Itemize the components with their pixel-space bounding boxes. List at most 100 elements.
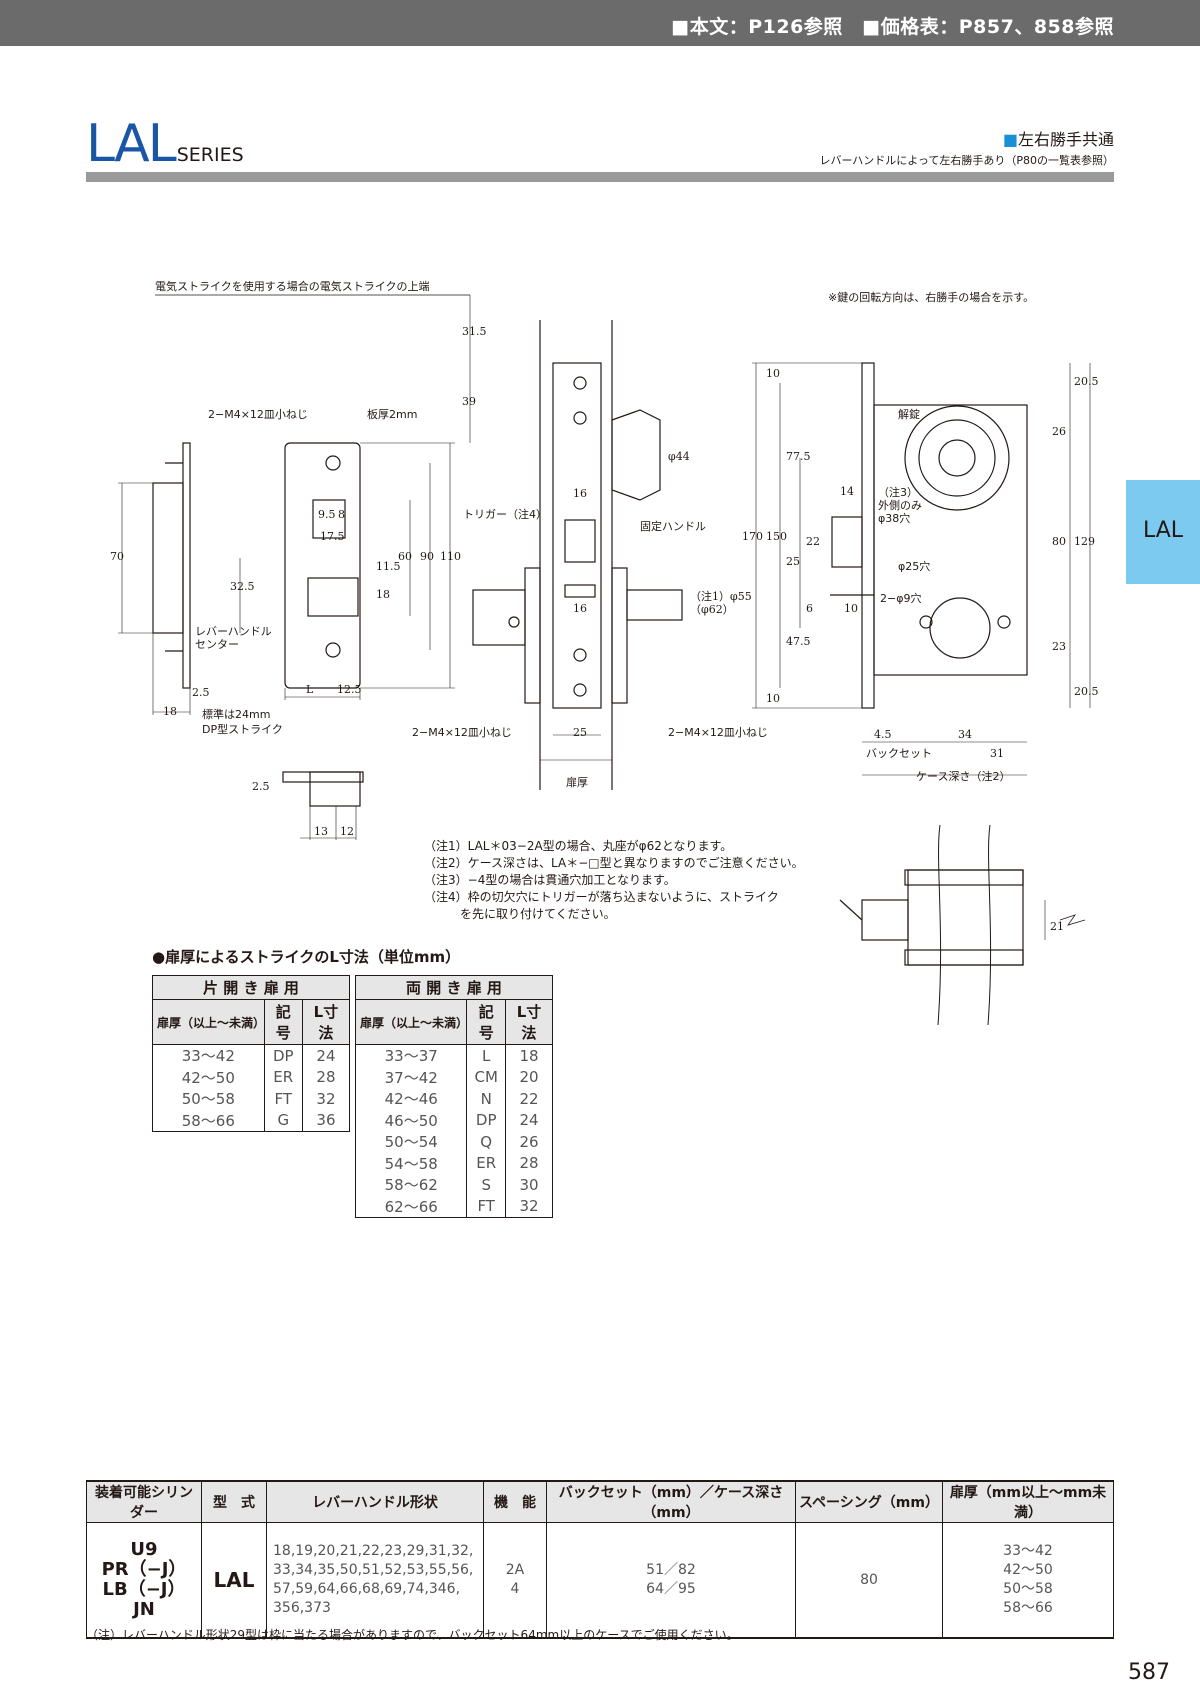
dim-17-5: 17.5 [320, 530, 345, 543]
dp-strike: DP型ストライク [202, 722, 283, 736]
dim-9-5: 9.5 [318, 508, 336, 521]
dim-16-b: 16 [573, 602, 587, 615]
fixed-handle-label: 固定ハンドル [640, 519, 706, 533]
lever-center: レバーハンドルセンター [195, 625, 272, 651]
technical-drawing: 電気ストライクを使用する場合の電気ストライクの上端 ※鍵の回転方向は、右勝手の場… [110, 279, 1099, 1026]
spec-header-cylinder: 装着可能シリンダー [86, 1480, 202, 1523]
dim-23: 23 [1052, 640, 1066, 653]
dim-32-5: 32.5 [230, 580, 255, 593]
note-2: （注2）ケース深さは、LA＊−□型と異なりますのでご注意ください。 [424, 856, 804, 870]
strike-table-title: ●扉厚によるストライクのL寸法（単位mm） [152, 948, 461, 966]
dim-150: 150 [766, 530, 787, 543]
reference-pages: ■本文：P126参照 ■価格表：P857、858参照 [671, 16, 1114, 38]
note-3: （注3）−4型の場合は貫通穴加工となります。 [424, 873, 676, 887]
dim-34: 34 [958, 728, 972, 741]
dim-2-5-dp: 2.5 [252, 780, 270, 793]
col-thickness: 扉厚（以上〜未満） [152, 999, 265, 1045]
electric-strike-label: 電気ストライクを使用する場合の電気ストライクの上端 [155, 279, 430, 293]
standard-note: 標準は24mm [202, 707, 270, 721]
spec-model: LAL [201, 1522, 267, 1639]
dim-18-a: 18 [376, 588, 390, 601]
series-name: LAL [86, 114, 177, 174]
dim-170: 170 [742, 530, 763, 543]
double-door-title: 両 開 き 扉 用 [355, 975, 553, 1000]
square-icon: ■ [1002, 130, 1018, 149]
dim-22: 22 [806, 535, 820, 548]
dim-14: 14 [840, 485, 854, 498]
dim-6: 6 [806, 602, 813, 615]
rotation-note: ※鍵の回転方向は、右勝手の場合を示す。 [828, 290, 1034, 304]
dim-47-5: 47.5 [786, 635, 811, 648]
note-1: （注1）LAL＊03−2A型の場合、丸座がφ62となります。 [424, 839, 733, 853]
dim-26: 26 [1052, 425, 1066, 438]
dim-80: 80 [1052, 535, 1066, 548]
backset-label: バックセット [866, 747, 932, 760]
dim-18-b: 18 [163, 705, 177, 718]
spec-header-backset: バックセット（mm）／ケース深さ（mm） [546, 1480, 796, 1523]
spec-header-model: 型 式 [201, 1480, 267, 1523]
dim-phi55: （注1）φ55（φ62） [690, 589, 752, 616]
spec-header-thickness: 扉厚（mm以上〜mm未満） [942, 1480, 1114, 1523]
side-tab[interactable]: LAL [1126, 480, 1200, 584]
case-depth-label: ケース深さ（注2） [916, 769, 1010, 783]
screw-label-left: 2−M4×12皿小ねじ [412, 726, 512, 739]
side-tab-label: LAL [1142, 518, 1184, 543]
screw-label-right: 2−M4×12皿小ねじ [668, 726, 768, 739]
dim-25-side: 25 [786, 555, 800, 568]
col-code: 記号 [466, 999, 506, 1045]
spec-table: 装着可能シリンダー 型 式 レバーハンドル形状 機 能 バックセット（mm）／ケ… [86, 1480, 1114, 1639]
series-suffix: SERIES [176, 144, 244, 166]
page-number: 587 [1128, 1660, 1170, 1685]
note-4: （注4）枠の切欠穴にトリガーが落ち込まないように、ストライク [424, 890, 779, 904]
dim-10-bottom: 10 [766, 692, 780, 705]
header-bar: ■本文：P126参照 ■価格表：P857、858参照 [0, 0, 1200, 46]
trigger-label: トリガー（注4） [463, 507, 547, 521]
col-thickness: 扉厚（以上〜未満） [354, 999, 468, 1045]
spec-handles: 18,19,20,21,22,23,29,31,32,33,34,35,50,5… [266, 1522, 484, 1639]
handing-detail: レバーハンドルによって左右勝手あり（P80の一覧表参照） [819, 154, 1114, 167]
dim-31-5: 31.5 [462, 325, 487, 338]
dim-L: L [306, 683, 314, 696]
col-l: L寸法 [504, 999, 554, 1045]
dim-39: 39 [462, 395, 476, 408]
dim-60: 60 [398, 550, 412, 563]
dim-10-mid: 10 [844, 602, 858, 615]
dim-21: 21 [1050, 920, 1064, 933]
dim-2-5: 2.5 [192, 686, 210, 699]
drawing-notes: （注1）LAL＊03−2A型の場合、丸座がφ62となります。 （注2）ケース深さ… [424, 838, 804, 923]
dim-20-5-top: 20.5 [1074, 375, 1099, 388]
dim-70: 70 [110, 550, 124, 563]
dim-90: 90 [420, 550, 434, 563]
spec-header-handle: レバーハンドル形状 [266, 1480, 484, 1523]
screw-label-strike: 2−M4×12皿小ねじ [208, 408, 308, 421]
single-door-title: 片 開 き 扉 用 [152, 975, 350, 1000]
dim-phi44: φ44 [668, 450, 690, 463]
dim-31: 31 [990, 747, 1004, 760]
unlock-label: 解錠 [898, 407, 920, 421]
spec-header-function: 機 能 [483, 1480, 547, 1523]
plate-thickness: 板厚2mm [367, 407, 417, 421]
dim-8: 8 [338, 508, 345, 521]
dim-25-door: 25 [573, 726, 587, 739]
dim-11-5: 11.5 [376, 560, 401, 573]
dim-110: 110 [440, 550, 461, 563]
col-l: L寸法 [301, 999, 351, 1045]
dim-12-5: 12.5 [337, 683, 362, 696]
